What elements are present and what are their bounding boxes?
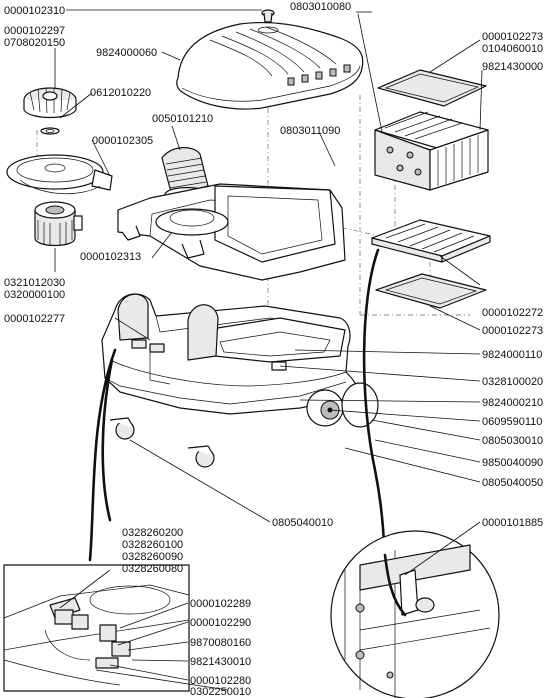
top-cover	[176, 21, 364, 110]
detail-circle-cable-hook	[330, 530, 500, 698]
label-0320000100: 0320000100	[4, 289, 65, 301]
label-0000101885: 0000101885	[482, 517, 543, 529]
spacer-ring	[40, 127, 60, 135]
detail-inset-switches	[3, 564, 190, 692]
label-9824000110: 9824000110	[482, 349, 542, 361]
label-0803010080: 0803010080	[290, 1, 351, 13]
label-0805030010: 0805030010	[482, 435, 543, 447]
label-0612010220: 0612010220	[90, 87, 151, 99]
diffuser-plate	[6, 154, 113, 195]
label-0302250010: 0302250010	[190, 686, 251, 698]
hepa-filter-cartridge	[374, 111, 489, 191]
label-0805040050: 0805040050	[482, 477, 543, 489]
label-0708020150: 0708020150	[4, 37, 65, 49]
label-0803011090: 0803011090	[280, 125, 340, 137]
motor	[34, 201, 83, 247]
label-0000102273-bottom: 0000102273	[482, 325, 543, 337]
label-0000102297: 0000102297	[4, 25, 65, 37]
label-9870080160: 9870080160	[190, 637, 251, 649]
knob	[257, 9, 279, 34]
label-0328260200: 0328260200	[122, 527, 183, 539]
leader-lines	[54, 9, 483, 691]
label-0104060010: 0104060010	[482, 43, 543, 55]
label-0000102277: 0000102277	[4, 313, 65, 325]
fan-impeller	[23, 87, 77, 119]
label-9824000060: 9824000060	[96, 47, 157, 59]
label-0328260100: 0328260100	[122, 539, 183, 551]
label-0328260090: 0328260090	[122, 551, 183, 563]
label-0000102280: 0000102280	[190, 675, 251, 687]
filter-plate-top	[377, 69, 487, 107]
label-9850040090: 9850040090	[482, 457, 543, 469]
label-0000102305: 0000102305	[92, 135, 153, 147]
wheels	[109, 382, 379, 468]
label-0000102272: 0000102272	[482, 307, 543, 319]
label-0000102273-top: 0000102273	[482, 31, 543, 43]
label-0000102290: 0000102290	[190, 617, 251, 629]
tank-body	[101, 293, 359, 415]
label-0321012030: 0321012030	[4, 277, 65, 289]
label-9824000210: 9824000210	[482, 397, 543, 409]
part-number-labels: 0000102310 0000102297 0708020150 0612010…	[4, 1, 543, 698]
label-0805040010: 0805040010	[272, 517, 333, 529]
label-9821430010: 9821430010	[190, 656, 251, 668]
label-9821430000: 9821430000	[482, 61, 543, 73]
label-0609590110: 0609590110	[482, 416, 542, 428]
label-0000102289: 0000102289	[190, 598, 251, 610]
label-0000102310: 0000102310	[4, 5, 65, 17]
label-0050101210: 0050101210	[152, 113, 213, 125]
motor-housing-base	[117, 183, 346, 281]
label-0328260080: 0328260080	[122, 563, 183, 575]
label-0328100020: 0328100020	[482, 376, 543, 388]
filter-frame	[371, 219, 491, 263]
label-0000102313: 0000102313	[80, 251, 141, 263]
filter-plate-bottom	[375, 273, 487, 309]
